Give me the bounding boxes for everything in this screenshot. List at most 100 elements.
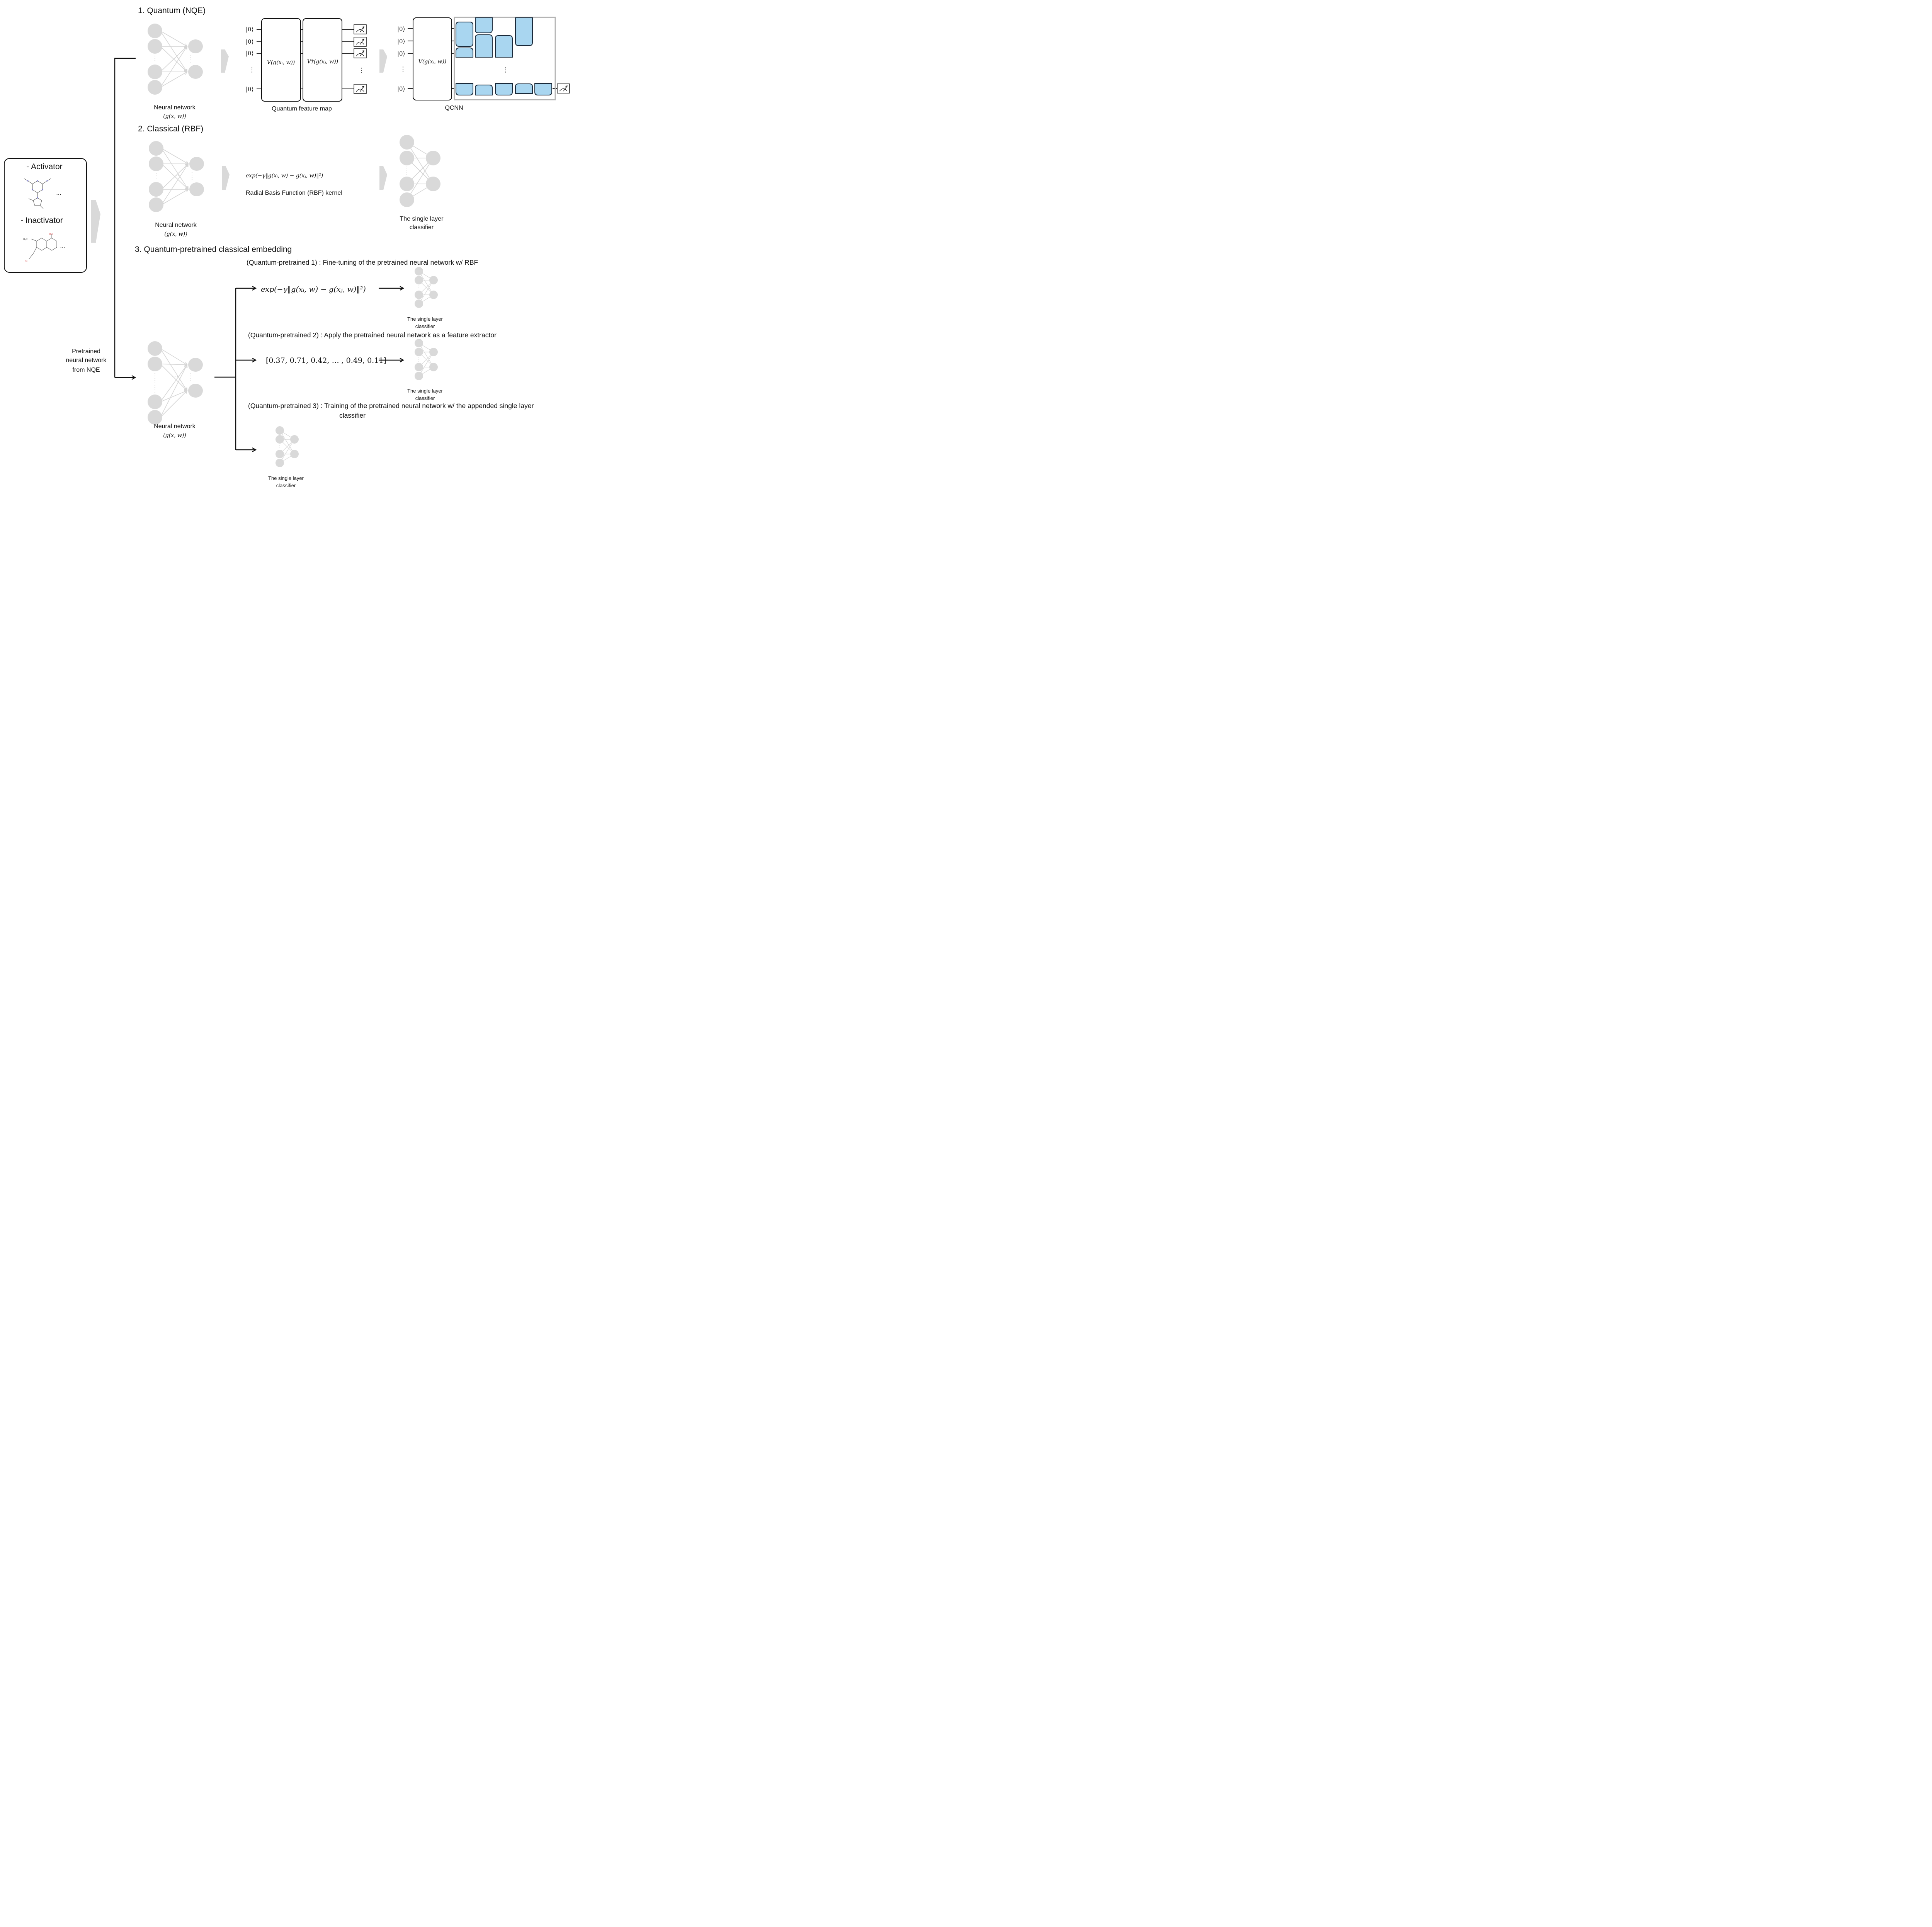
nn-input-node	[148, 24, 162, 38]
slc-input-node	[400, 177, 414, 191]
slc-input-node	[400, 151, 414, 165]
dataset-to-pipeline-arrow	[91, 200, 100, 243]
nn-output-node	[189, 157, 204, 171]
nn-input-node	[148, 395, 162, 409]
flow-arrow-s1b	[379, 49, 387, 73]
meter-icon	[354, 84, 367, 94]
qcnn-vdots-left: ⋮	[400, 66, 406, 73]
quantum-feature-map-circuit: V(g(xᵢ, w)) V†(g(xⱼ, w)) |0⟩ |0⟩ |0⟩ |0⟩…	[246, 18, 367, 102]
meter-icon	[354, 37, 367, 47]
nn-section2	[149, 141, 204, 212]
slc-input-node	[415, 372, 423, 380]
nn3-label-line2: (g(x, w))	[163, 432, 186, 439]
section3-title: 3. Quantum-pretrained classical embeddin…	[135, 245, 292, 254]
qcnn-label: QCNN	[445, 105, 463, 111]
qfm-ket-1: |0⟩	[246, 26, 253, 33]
slc-input-node	[276, 435, 284, 444]
qcnn-ket-1: |0⟩	[397, 26, 405, 32]
slc-edge	[418, 280, 434, 304]
slc-input-node	[415, 339, 423, 347]
qcnn-ket-4: |0⟩	[397, 85, 405, 92]
nn-output-node	[188, 65, 203, 79]
nn-section3	[148, 341, 203, 425]
slc-qp3	[276, 426, 299, 467]
slc-edge	[406, 158, 434, 200]
nn2-label-line1: Neural network	[155, 222, 197, 228]
measurement-meter-icon	[354, 24, 367, 94]
figure-root: - Activator ... - Inactivator OH OH H₃C …	[0, 0, 602, 490]
slc-section2	[400, 135, 440, 207]
inactivator-ellipsis: ...	[60, 243, 65, 250]
qfm-ket-2: |0⟩	[246, 38, 253, 45]
slc-edge	[418, 343, 434, 367]
pipeline-diagram: - Activator ... - Inactivator OH OH H₃C …	[4, 6, 570, 488]
nn-input-node	[148, 357, 162, 371]
qp3-caption-line2: classifier	[339, 412, 366, 419]
nn-output-node	[189, 182, 204, 196]
vdag-gate-box	[303, 18, 342, 102]
nn-edge	[160, 364, 188, 391]
qp3-caption-line1: (Quantum-pretrained 3) : Training of the…	[248, 402, 534, 410]
qcnn-ket-2: |0⟩	[397, 38, 405, 45]
slc-input-node	[415, 291, 423, 299]
slc-output-node	[426, 177, 440, 191]
slc-input-node	[276, 450, 284, 458]
slc2-label-line1: The single layer	[400, 216, 444, 222]
nn-edge	[160, 348, 188, 365]
qcnn-vdots-center: ⋮	[502, 67, 509, 73]
nn-edge	[161, 148, 189, 190]
qfm-ket-4: |0⟩	[246, 86, 253, 93]
slc-input-node	[415, 348, 423, 356]
slc-input-node	[276, 459, 284, 467]
nn-input-node	[149, 197, 163, 212]
inactivator-molecule	[29, 234, 57, 259]
slc-qp2	[415, 339, 438, 380]
nn-edge	[160, 348, 187, 391]
slc-edge	[418, 271, 434, 295]
rbf-formula-qp1: exp(−γ‖g(xᵢ, w) − g(xⱼ, w)‖²)	[261, 285, 366, 294]
slc-qp1	[415, 267, 438, 308]
slc-output-node	[429, 348, 438, 356]
slc-output-node	[426, 151, 440, 165]
nn-output-node	[188, 384, 203, 398]
slc-input-node	[415, 299, 423, 308]
slc-edge	[279, 439, 295, 463]
pretrained-label-line2: neural network	[66, 357, 107, 364]
nn-input-node	[149, 182, 163, 197]
slc-edge	[418, 352, 434, 376]
slc-output-node	[429, 291, 438, 299]
slc-output-node	[290, 450, 299, 458]
nn-input-node	[149, 141, 163, 156]
qcnn-v-gate-box	[413, 17, 452, 100]
flow-arrow-s2a	[222, 166, 230, 190]
nn-input-node	[148, 65, 162, 79]
meter-icon	[354, 48, 367, 58]
nn-edge	[160, 390, 188, 418]
qcnn-v-gate-label: V(g(xᵢ, w))	[418, 59, 447, 65]
activator-ellipsis: ...	[56, 190, 61, 196]
slc-qp3-label-line2: classifier	[276, 483, 296, 488]
v-gate-box	[261, 18, 301, 102]
activator-nitrogen-dots	[27, 180, 48, 199]
nn1-label-line1: Neural network	[154, 104, 196, 111]
rbf-kernel-label: Radial Basis Function (RBF) kernel	[246, 190, 342, 196]
nn-edge	[161, 163, 189, 205]
nn3-label-line1: Neural network	[154, 423, 196, 430]
nn-edge	[160, 46, 188, 72]
slc-qp1-label-line1: The single layer	[407, 316, 443, 322]
branch-line	[114, 58, 136, 378]
flow-arrow-s1a	[221, 49, 229, 73]
nn-edge	[160, 364, 187, 402]
slc-input-node	[276, 426, 284, 435]
slc-input-node	[415, 267, 423, 276]
meter-icon	[354, 24, 367, 34]
vdag-gate-label: V†(g(xⱼ, w))	[307, 59, 338, 65]
pretrained-label-line1: Pretrained	[72, 348, 100, 355]
nn-edge	[160, 71, 188, 88]
nn-edge	[160, 364, 188, 418]
slc-qp2-label-line1: The single layer	[407, 388, 443, 394]
nn-output-node	[188, 358, 203, 372]
qfm-vdots-right: ⋮	[358, 67, 364, 74]
nn-input-node	[149, 156, 163, 171]
rbf-formula-s2: exp(−γ‖g(xᵢ, w) − g(xⱼ, w)‖²)	[246, 173, 323, 179]
